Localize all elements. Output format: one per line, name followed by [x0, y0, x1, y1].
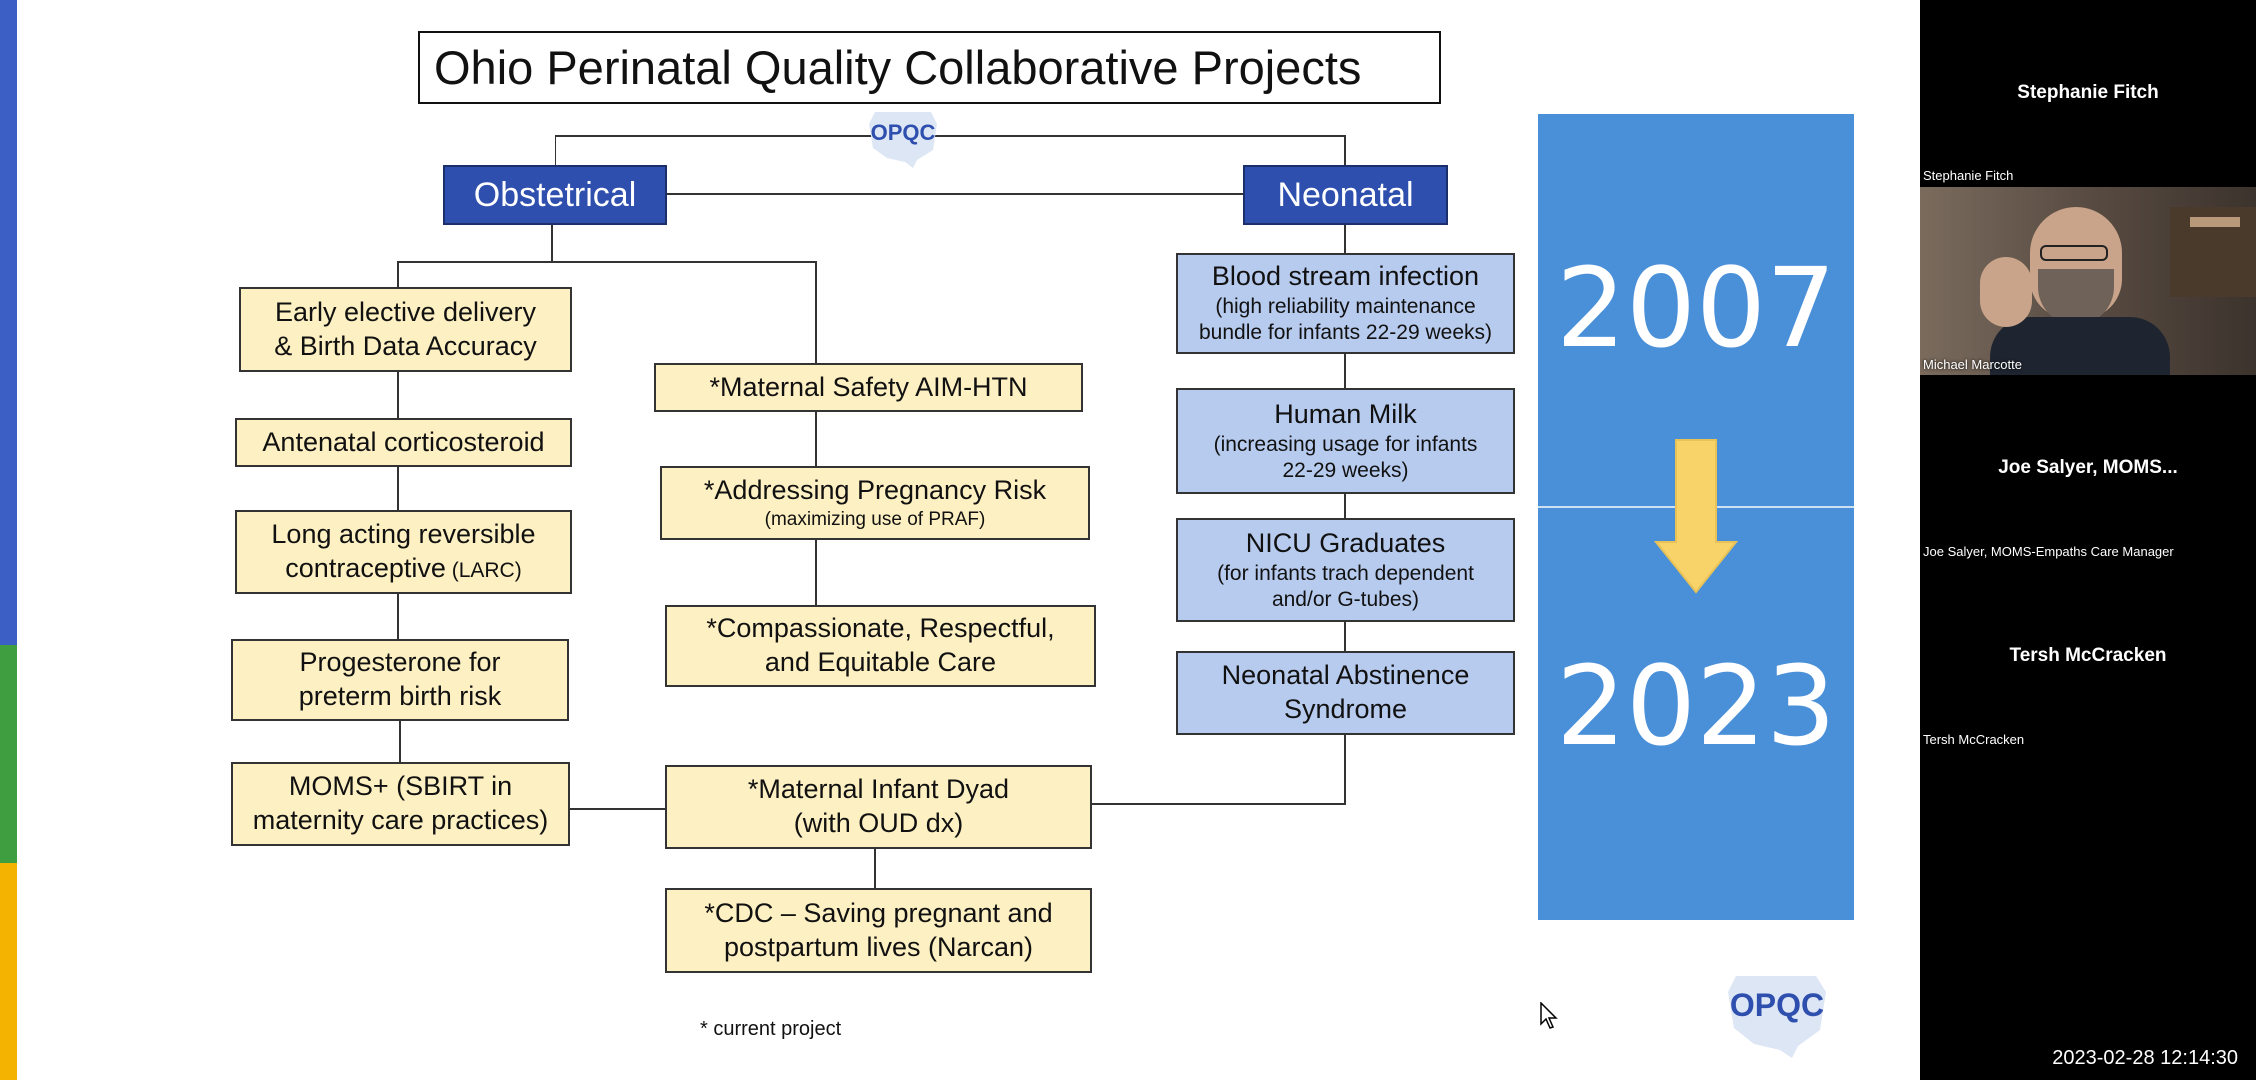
participant-tile-stephanie[interactable]: Stephanie Fitch Stephanie Fitch	[1920, 0, 2256, 187]
accent-strip-yellow	[0, 863, 17, 1080]
opqc-logo-text: OPQC	[871, 120, 936, 145]
project-subtext: (maximizing use of PRAF)	[764, 509, 986, 530]
participant-caption: Stephanie Fitch	[1923, 168, 2014, 183]
project-line: preterm birth risk	[298, 681, 502, 711]
project-line: postpartum lives (Narcan)	[723, 931, 1034, 962]
slide-title: Ohio Perinatal Quality Collaborative Pro…	[418, 31, 1441, 104]
project-moms-plus: MOMS+ (SBIRT in maternity care practices…	[231, 762, 570, 846]
accent-strip-green	[0, 645, 17, 863]
project-cdc-narcan: *CDC – Saving pregnant and postpartum li…	[665, 888, 1092, 973]
participant-name: Tersh McCracken	[2009, 645, 2167, 666]
project-compassionate-care: *Compassionate, Respectful, and Equitabl…	[665, 605, 1096, 687]
project-subtext: and/or G-tubes)	[1271, 587, 1420, 611]
project-antenatal-corticosteroid: Antenatal corticosteroid	[235, 418, 572, 467]
project-line: Progesterone for	[299, 647, 501, 678]
project-line: Syndrome	[1283, 694, 1408, 724]
project-subtext: 22-29 weeks)	[1282, 458, 1409, 482]
project-progesterone: Progesterone for preterm birth risk	[231, 639, 569, 721]
opqc-logo-bottom: OPQC	[1722, 972, 1832, 1058]
opqc-logo: OPQC	[865, 110, 941, 168]
participant-panel: Stephanie Fitch Stephanie Fitch Michael …	[1920, 0, 2256, 1080]
project-line: *CDC – Saving pregnant and	[704, 897, 1053, 928]
project-line: *Maternal Infant Dyad	[747, 774, 1010, 805]
timeline-arrow-icon	[1654, 439, 1738, 594]
project-subtext: bundle for infants 22-29 weeks)	[1198, 321, 1492, 345]
project-line: contraceptive	[285, 553, 446, 583]
project-subtext: (increasing usage for infants	[1213, 432, 1478, 456]
participant-tile-tersh[interactable]: Tersh McCracken Tersh McCracken	[1920, 562, 2256, 749]
participant-caption: Joe Salyer, MOMS-Empaths Care Manager	[1923, 544, 2174, 559]
project-line: *Addressing Pregnancy Risk	[703, 475, 1047, 506]
project-line: *Compassionate, Respectful,	[706, 613, 1055, 644]
participant-video-michael[interactable]: Michael Marcotte	[1920, 187, 2256, 375]
project-line: Blood stream infection	[1211, 261, 1480, 292]
project-line: Human Milk	[1274, 398, 1417, 429]
participant-name: Stephanie Fitch	[2017, 82, 2159, 103]
project-line: Neonatal Abstinence	[1221, 660, 1470, 691]
participant-name: Joe Salyer, MOMS...	[1998, 457, 2178, 478]
footnote: * current project	[700, 1018, 842, 1040]
project-pregnancy-risk: *Addressing Pregnancy Risk (maximizing u…	[660, 466, 1090, 540]
year-start: 2007	[1556, 244, 1836, 372]
participant-caption: Michael Marcotte	[1923, 357, 2022, 372]
project-subtext: (for infants trach dependent	[1217, 561, 1474, 585]
project-nicu-graduates: NICU Graduates (for infants trach depend…	[1176, 518, 1515, 622]
project-suffix: (LARC)	[445, 559, 522, 582]
participant-caption: Tersh McCracken	[1923, 732, 2025, 747]
project-maternal-safety: *Maternal Safety AIM-HTN	[654, 363, 1083, 412]
project-maternal-infant-dyad: *Maternal Infant Dyad (with OUD dx)	[665, 765, 1092, 849]
year-end: 2023	[1556, 642, 1836, 770]
project-line: and Equitable Care	[764, 647, 997, 677]
opqc-logo-text: OPQC	[1730, 987, 1824, 1023]
obstetrical-header: Obstetrical	[443, 165, 667, 225]
mouse-cursor-icon	[1540, 1002, 1558, 1029]
project-line: & Birth Data Accuracy	[274, 330, 537, 361]
neonatal-header: Neonatal	[1243, 165, 1448, 225]
project-larc: Long acting reversible contraceptive (LA…	[235, 510, 572, 594]
project-line: maternity care practices)	[252, 805, 549, 835]
project-line: Long acting reversible	[271, 519, 536, 550]
project-subtext: (high reliability maintenance	[1215, 295, 1476, 319]
project-line: (with OUD dx)	[793, 808, 964, 838]
project-line: NICU Graduates	[1245, 527, 1446, 558]
project-line: Early elective delivery	[274, 296, 537, 327]
participant-tile-joe[interactable]: Joe Salyer, MOMS... Joe Salyer, MOMS-Emp…	[1920, 375, 2256, 562]
project-neonatal-abstinence: Neonatal Abstinence Syndrome	[1176, 651, 1515, 735]
project-human-milk: Human Milk (increasing usage for infants…	[1176, 388, 1515, 494]
project-line: MOMS+ (SBIRT in	[288, 771, 513, 802]
timeline-panel: 2007 2023	[1538, 114, 1854, 920]
project-line: Antenatal corticosteroid	[262, 426, 545, 457]
project-blood-stream-infection: Blood stream infection (high reliability…	[1176, 253, 1515, 354]
meeting-timestamp: 2023-02-28 12:14:30	[2052, 1047, 2238, 1069]
accent-strip-blue	[0, 0, 17, 645]
project-early-elective-delivery: Early elective delivery & Birth Data Acc…	[239, 287, 572, 372]
presentation-slide: Ohio Perinatal Quality Collaborative Pro…	[0, 0, 1920, 1080]
obstetrical-header-label: Obstetrical	[473, 175, 637, 214]
neonatal-header-label: Neonatal	[1277, 175, 1414, 214]
project-line: *Maternal Safety AIM-HTN	[709, 371, 1028, 402]
